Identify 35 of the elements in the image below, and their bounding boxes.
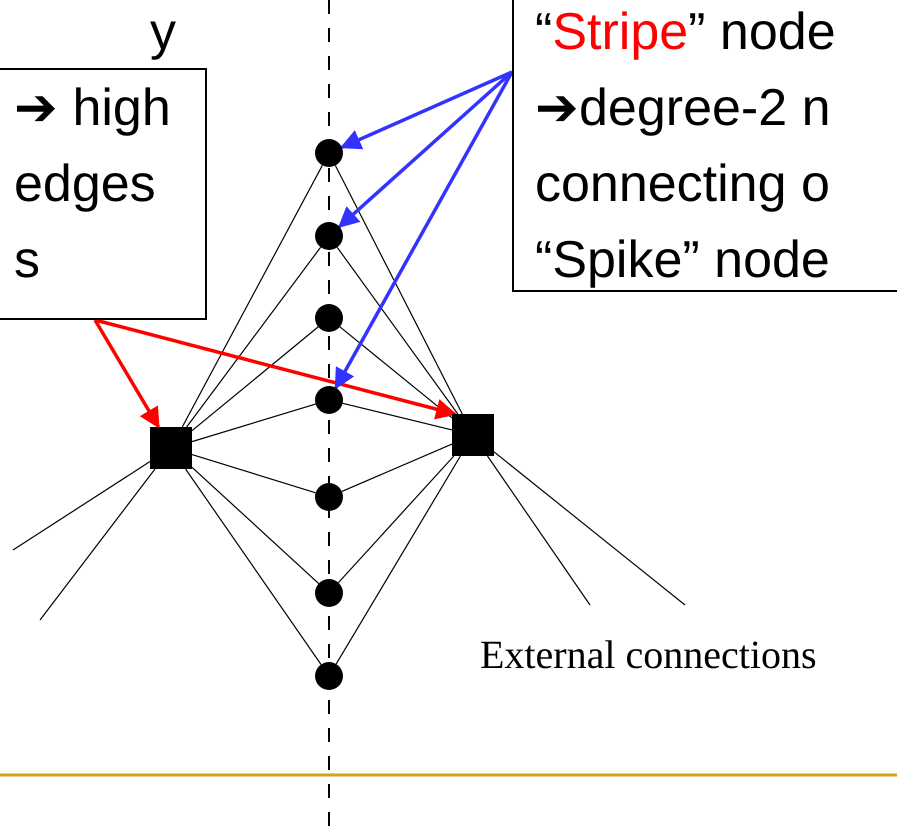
callout-text: ➔degree-2 n (535, 79, 831, 137)
callout-text: connecting o (535, 155, 830, 213)
graph-node-square (452, 414, 494, 456)
connection-line (494, 451, 686, 606)
callout-text: ➔ high edges s (14, 78, 172, 291)
callout-box (512, 0, 897, 292)
connection-line (182, 165, 323, 428)
connection-line (342, 402, 452, 430)
connection-line (192, 326, 319, 432)
callout-text: ” node (688, 3, 836, 61)
connection-line (334, 165, 463, 414)
arrow (94, 318, 458, 420)
arrow (94, 319, 160, 429)
connection-line (342, 443, 452, 492)
connection-line (339, 326, 452, 418)
connection-line (336, 246, 458, 414)
callout-box (0, 68, 207, 320)
connection-line (338, 456, 454, 584)
connection-line (40, 468, 156, 620)
connection-line (192, 454, 316, 494)
arrow (340, 70, 513, 150)
callout-text: Stripe (552, 3, 688, 61)
label-text: External connections (480, 631, 817, 679)
connection-line (192, 404, 316, 442)
connection-line (336, 456, 461, 664)
connection-line (192, 466, 320, 584)
connection-line (185, 468, 322, 665)
connection-line (186, 246, 322, 428)
callout-text: “Spike” node (535, 231, 830, 289)
connection-line (12, 461, 150, 550)
callout-text: “ (535, 3, 552, 61)
connection-line (486, 456, 590, 606)
label-text: y (150, 2, 176, 62)
graph-node-square (150, 427, 192, 469)
arrow (338, 70, 514, 228)
